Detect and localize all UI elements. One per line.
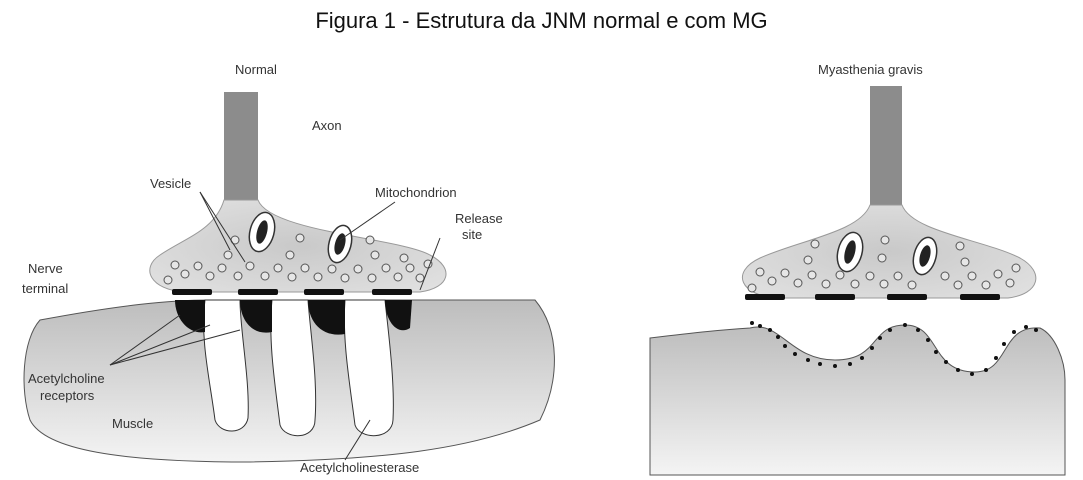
label-nerve-terminal-2: terminal (22, 281, 68, 296)
label-ach-receptors-1: Acetylcholine (28, 371, 105, 386)
label-muscle: Muscle (112, 416, 153, 431)
label-release-site-1: Release (455, 211, 503, 226)
axon-normal (224, 92, 258, 212)
label-acetylcholinesterase: Acetylcholinesterase (300, 460, 419, 475)
axon-mg (870, 86, 902, 214)
label-vesicle: Vesicle (150, 176, 191, 191)
muscle-fiber-mg (650, 325, 1065, 475)
junctional-folds (204, 300, 394, 436)
nerve-terminal-mg (742, 205, 1035, 298)
mg-panel: Myasthenia gravis (650, 62, 1065, 475)
label-ach-receptors-2: receptors (40, 388, 95, 403)
label-axon: Axon (312, 118, 342, 133)
normal-panel: Normal Axon Vesicle Mitochondrion Releas… (22, 62, 554, 475)
label-mitochondrion: Mitochondrion (375, 185, 457, 200)
label-normal-heading: Normal (235, 62, 277, 77)
label-mg-heading: Myasthenia gravis (818, 62, 923, 77)
label-release-site-2: site (462, 227, 482, 242)
label-nerve-terminal-1: Nerve (28, 261, 63, 276)
